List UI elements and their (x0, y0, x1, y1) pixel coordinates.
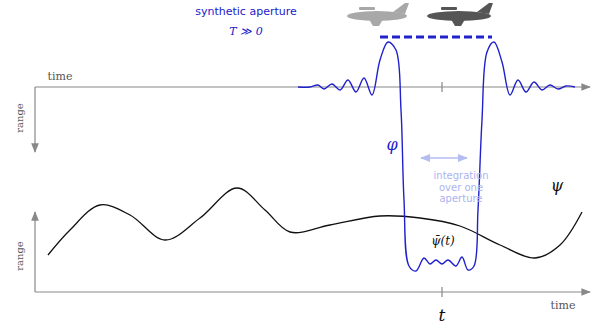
phi-symbol: φ (386, 136, 397, 154)
axis-label: range (14, 103, 26, 133)
phi-curve (298, 42, 575, 271)
airplane (427, 3, 493, 26)
aperture-title: synthetic aperture (195, 6, 297, 19)
aperture-line (380, 36, 492, 39)
axis-label: time (551, 300, 576, 313)
aperture-length: T ≫ 0 (229, 26, 262, 39)
axis-label: range (14, 241, 26, 271)
tick (441, 82, 442, 92)
airplane (347, 3, 409, 26)
psi-symbol: ψ (551, 177, 564, 195)
range-axis (34, 87, 35, 152)
integration-note: integration over one aperture (429, 170, 493, 205)
time-marker: t (439, 306, 446, 326)
integration-arrow (421, 157, 467, 159)
time-axis (35, 291, 590, 292)
range-axis (34, 212, 35, 292)
tick (441, 287, 442, 297)
psi-mean-label: ψ̄(t) (431, 235, 455, 249)
psi-curve (48, 188, 582, 258)
axis-label: time (48, 71, 73, 84)
